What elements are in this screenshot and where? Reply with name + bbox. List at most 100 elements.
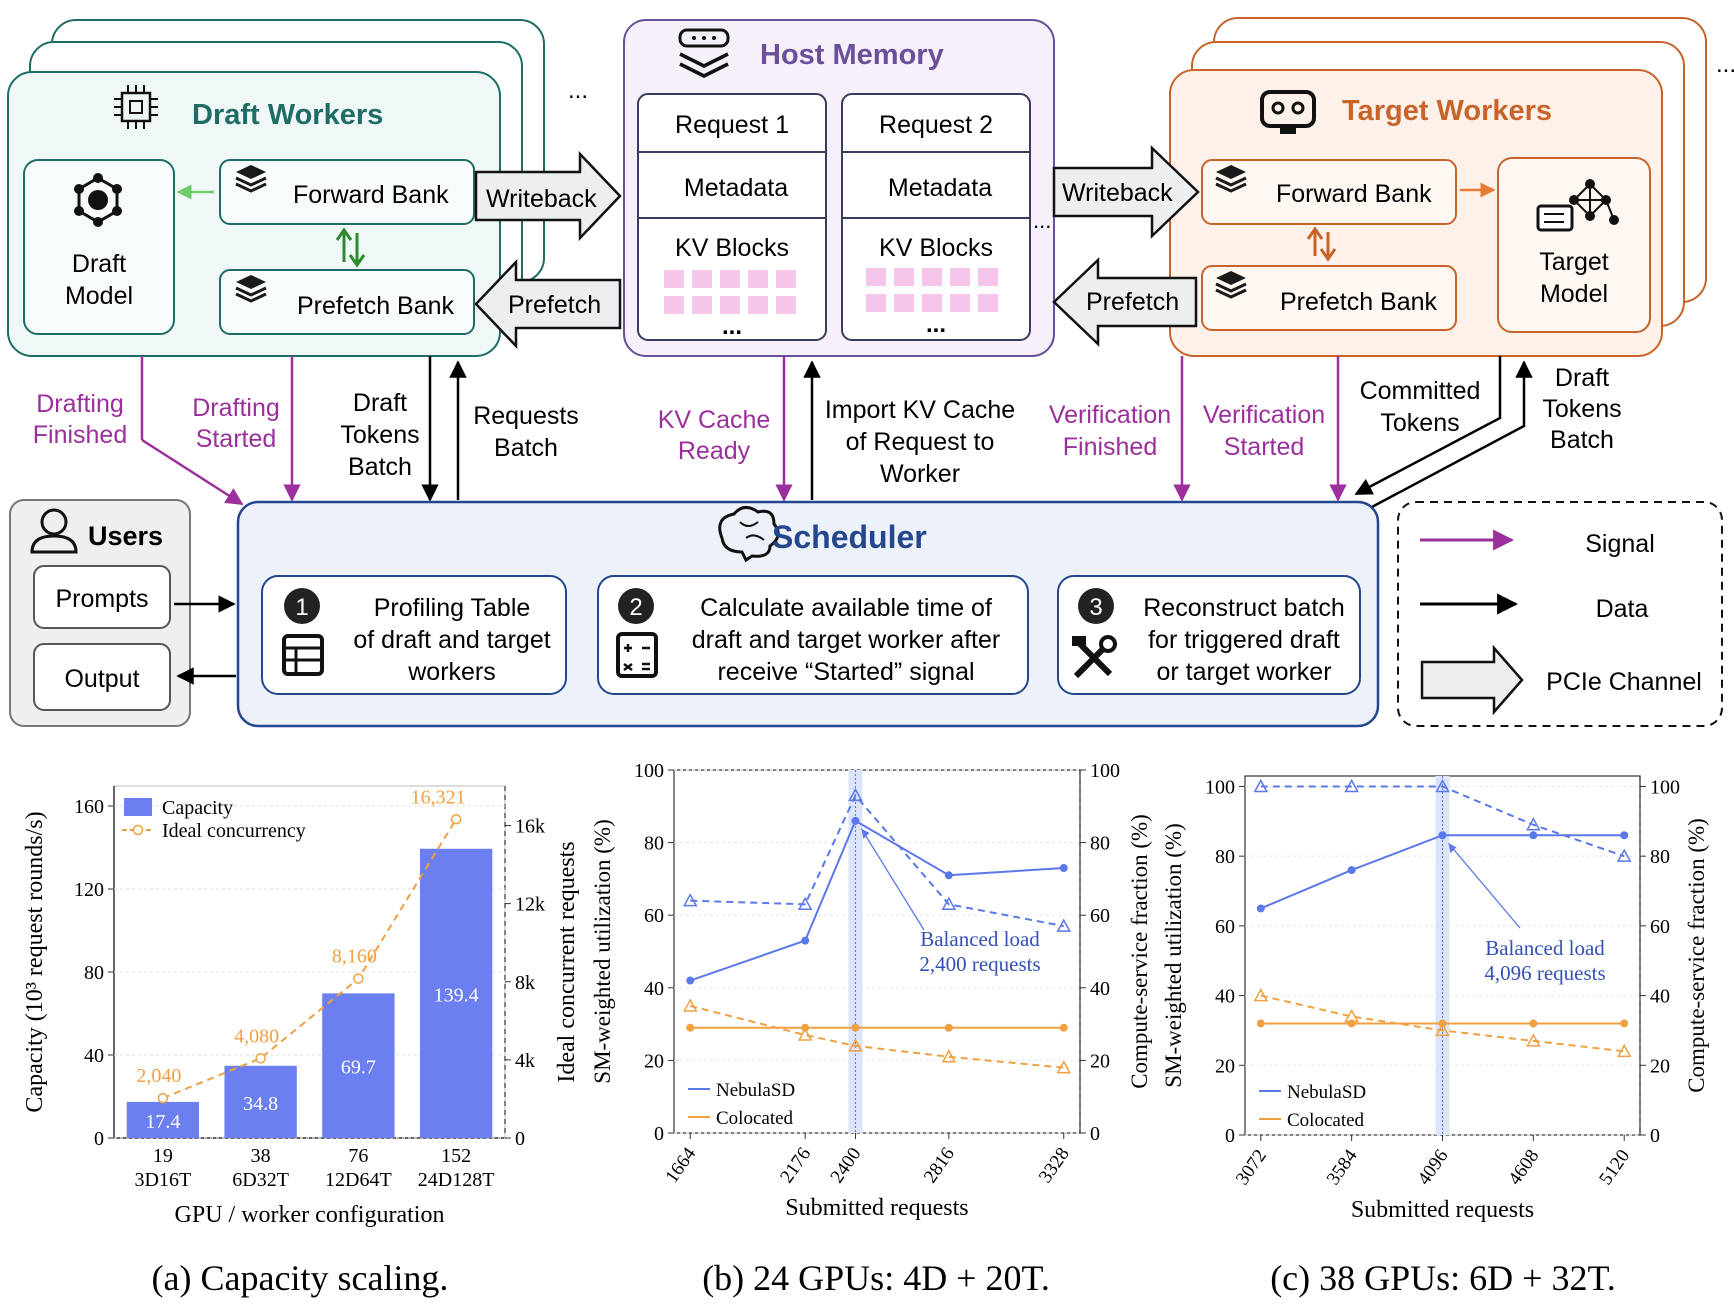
draft-forward-bank: [219, 159, 475, 225]
y-tick-label: 0: [1225, 1125, 1235, 1147]
x-tick-label: 76: [348, 1145, 368, 1167]
swap-arrows-icon: [1306, 226, 1337, 262]
series-point: [682, 893, 698, 907]
ideal-concurrency-point: [255, 1053, 266, 1064]
network-icon: [74, 173, 122, 227]
series-point: [1056, 1060, 1072, 1074]
import-kv-label-2: of Request to: [846, 428, 995, 456]
capacity-bar-label: 34.8: [243, 1093, 278, 1115]
series-point: [1526, 1033, 1541, 1047]
series-point: [1256, 1019, 1265, 1028]
y2-tick-label: 80: [1090, 833, 1110, 855]
legend-capacity-swatch: [124, 798, 152, 816]
prefetch-left-arrow: Prefetch: [474, 258, 622, 350]
step-3-number: 3: [1089, 594, 1102, 621]
capacity-bar-label: 69.7: [341, 1057, 376, 1079]
series-point: [848, 787, 863, 802]
step-1-line-2: of draft and target: [353, 626, 550, 654]
series-point: [797, 1027, 813, 1041]
prefetch-left-label: Prefetch: [508, 291, 601, 319]
series-point: [1256, 904, 1265, 913]
x-tick-label: 3328: [1035, 1144, 1074, 1187]
step-1-number: 1: [295, 594, 308, 621]
target-forward-bank-label: Forward Bank: [1276, 180, 1432, 208]
series-point: [797, 896, 813, 911]
ideal-concurrency-point: [450, 814, 462, 825]
annotation-arrowhead: [861, 828, 870, 839]
y2-tick-label: 8k: [515, 972, 535, 994]
draft-tokens-batch-label-2: Tokens: [340, 421, 419, 449]
step-3-line-1: Reconstruct batch: [1143, 594, 1345, 622]
verification-started-label: Verification: [1203, 401, 1325, 429]
series-point: [1438, 831, 1447, 840]
x-tick-label: 3072: [1232, 1146, 1271, 1189]
caption-c: (c) 38 GPUs: 6D + 32T.: [1270, 1258, 1616, 1298]
series-point: [682, 998, 698, 1012]
y-tick-label: 80: [644, 833, 664, 855]
caption-a: (a) Capacity scaling.: [152, 1258, 449, 1298]
legend-colocated-label: Colocated: [716, 1108, 794, 1129]
y2-tick-label: 80: [1650, 846, 1670, 868]
x-axis-label: Submitted requests: [785, 1195, 968, 1221]
request-1-card: Request 1 Metadata KV Blocks ...: [637, 93, 827, 341]
committed-tokens-label: Committed: [1360, 377, 1481, 405]
capacity-bar-label: 139.4: [434, 984, 479, 1006]
y-tick-label: 80: [1215, 846, 1235, 868]
step-2-line-1: Calculate available time of: [700, 594, 992, 622]
draft-model-label-1: Draft: [72, 250, 126, 278]
series-line: [689, 819, 1064, 982]
step-2-number: 2: [629, 594, 642, 621]
x-tick-label: 3584: [1323, 1145, 1362, 1189]
y2-axis-label: Ideal concurrent requests: [554, 841, 580, 1082]
y2-tick-label: 100: [1090, 760, 1120, 782]
y2-tick-label: 0: [1090, 1123, 1100, 1145]
highlight-band: [848, 770, 863, 1133]
y-tick-label: 20: [1215, 1055, 1235, 1077]
series-point: [1344, 778, 1359, 793]
series-point: [1620, 1019, 1629, 1028]
draft-forward-bank-label: Forward Bank: [293, 181, 449, 209]
ideal-concurrency-line: [162, 818, 457, 1100]
capacity-bar: [224, 1065, 297, 1138]
y2-tick-label: 40: [1090, 978, 1110, 1000]
series-point: [1347, 1019, 1356, 1028]
target-model-label-1: Target: [1539, 248, 1609, 276]
draft-model-box: [23, 159, 175, 335]
drafting-finished-label-2: Finished: [33, 421, 128, 449]
request-1-ellipsis: ...: [722, 313, 742, 340]
x-tick-label: 152: [441, 1145, 471, 1167]
legend-nebulasd-label: NebulaSD: [1287, 1082, 1366, 1103]
diagram-legend: Signal Data PCIe Channel: [1397, 501, 1723, 727]
y-tick-label: 60: [644, 905, 664, 927]
step-3-line-2: for triggered draft: [1148, 626, 1340, 654]
series-point: [1253, 988, 1269, 1002]
target-forward-bank: [1201, 159, 1457, 225]
prompts-label: Prompts: [55, 585, 148, 613]
caption-b: (b) 24 GPUs: 4D + 20T.: [702, 1258, 1050, 1298]
series-point: [1435, 1022, 1450, 1037]
import-kv-label-3: Worker: [880, 460, 960, 488]
y-tick-label: 40: [644, 978, 664, 1000]
series-point: [1056, 918, 1072, 932]
series-point: [848, 1038, 863, 1052]
step-2-line-3: receive “Started” signal: [717, 658, 974, 686]
draft-tokens-batch-right-label: Draft: [1555, 364, 1609, 392]
prompts-box: [33, 565, 171, 629]
x-tick-label: 2816: [920, 1144, 959, 1187]
writeback-left-label: Writeback: [486, 185, 597, 213]
target-workers-title: Target Workers: [1342, 95, 1552, 127]
capacity-scaling-chart: 0408012016004k8k12k16k17.4193D16T34.8386…: [22, 785, 580, 1228]
target-prefetch-bank: [1201, 265, 1457, 331]
y2-tick-label: 20: [1090, 1050, 1110, 1072]
chip-icon: [114, 85, 158, 129]
series-point: [801, 936, 810, 945]
request-1-kv-blocks: KV Blocks: [675, 234, 789, 262]
output-label: Output: [64, 665, 139, 693]
prefetch-right-label: Prefetch: [1086, 288, 1179, 316]
